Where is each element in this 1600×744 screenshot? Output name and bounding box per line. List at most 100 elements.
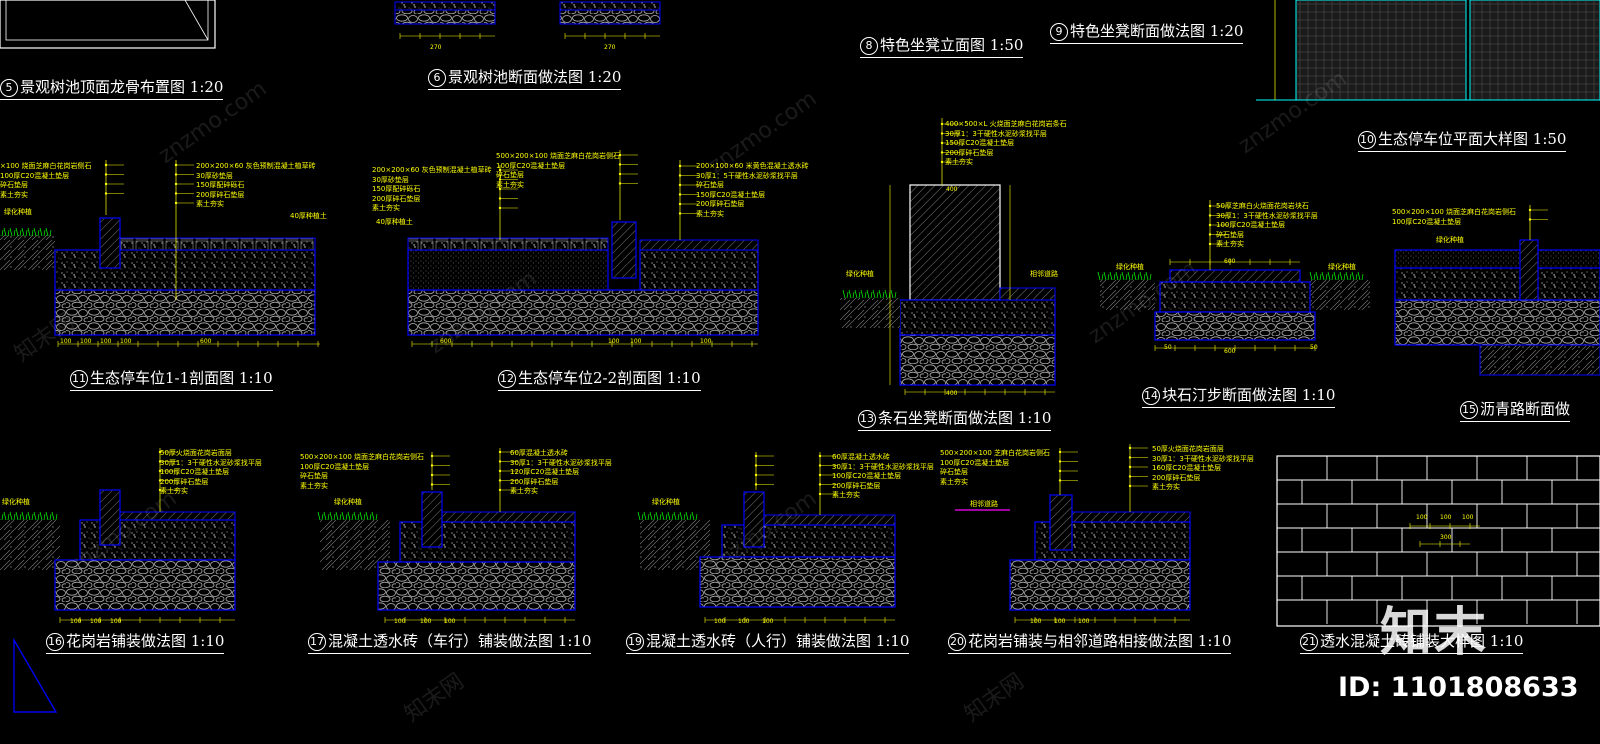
grass-blade	[37, 229, 40, 237]
drawing-title-text: 生态停车位2-2剖面图 1:10	[518, 369, 701, 387]
drawing-number-badge: 20	[948, 633, 966, 651]
grass-blade	[323, 511, 327, 521]
leader-dot	[430, 483, 434, 486]
dim-text: 50	[1310, 344, 1318, 351]
dim-text: 100	[80, 338, 92, 345]
grass-blade	[1139, 271, 1143, 281]
dim-text: 400	[946, 186, 958, 193]
annotation-line: 素土夯实	[1152, 483, 1180, 491]
grass-blade	[27, 511, 31, 521]
label-green-17: 绿化种植	[334, 498, 362, 506]
grass-blade	[1143, 273, 1146, 281]
concrete-layer-12	[639, 249, 759, 291]
leader-dot	[174, 192, 178, 195]
grass-blade	[1, 513, 4, 521]
grass-blade	[317, 511, 321, 521]
grass-blade	[353, 511, 357, 521]
annotation-line: 200厚碎石垫层	[832, 481, 881, 490]
grass-blade	[1351, 271, 1355, 281]
dim-text: 100	[714, 618, 726, 625]
annotation-line: 200厚碎石垫层	[945, 148, 994, 157]
annotation-line: 素土夯实	[300, 481, 328, 490]
drawing-number-badge: 13	[858, 410, 876, 428]
grass-blade	[365, 511, 369, 521]
annotation-line: 500×200×100 烧面芝麻白花岗岩侧石	[1392, 208, 1517, 216]
annotation-line: 60厚混凝土透水砖	[832, 453, 890, 461]
grass-blade	[695, 513, 698, 521]
grass-blade	[43, 513, 46, 521]
label-green-13: 绿化种植	[846, 270, 874, 278]
drawing-number-badge: 8	[860, 37, 878, 55]
annotation-line: 500×200×100 烧面芝麻白花岗岩侧石	[496, 152, 621, 160]
grass-blade	[335, 511, 339, 521]
leader-dot	[174, 163, 178, 167]
annotation-line: 素土夯实	[832, 491, 860, 499]
leader-dot	[498, 206, 502, 210]
leader-dot	[498, 168, 502, 172]
leader-dot	[174, 173, 178, 176]
dim-text: 600	[440, 338, 452, 345]
road-paving-13	[999, 287, 1056, 301]
annotation-line: 150厚C20混凝土垫层	[696, 190, 766, 199]
grass-blade	[878, 289, 882, 299]
leader-dot	[1208, 204, 1212, 208]
parking-plan-left	[1295, 0, 1467, 101]
grass-blade	[19, 513, 22, 521]
annotation-line: 30厚1：3干硬性水泥砂浆找平层	[832, 462, 934, 471]
dim-text: 100	[738, 618, 750, 625]
leader-dot	[940, 132, 944, 135]
leader-dot	[754, 464, 758, 467]
leader-dot	[678, 193, 682, 196]
curb-stone-16	[99, 489, 121, 546]
dim-text: 100	[120, 338, 132, 345]
asphalt-layer-15	[1394, 249, 1600, 269]
grass-blade	[15, 511, 19, 521]
curb-stone-15	[1519, 239, 1539, 301]
drawing-number-badge: 6	[428, 69, 446, 87]
label-road-13: 相邻道路	[1030, 270, 1058, 278]
annotation-line: 100厚C20混凝土垫层	[940, 458, 1010, 467]
dim-text: 100	[100, 338, 112, 345]
leader-dot	[498, 488, 502, 492]
grass-blade	[7, 229, 10, 237]
grass-blade	[852, 291, 855, 299]
label-road-20: 相邻道路	[970, 500, 998, 508]
drawing-title-text: 花岗岩铺装做法图 1:10	[66, 632, 225, 650]
leader-dot	[104, 192, 108, 195]
grass-blade	[884, 289, 888, 299]
grass-blade	[691, 511, 695, 521]
annotation-line: 碎石垫层	[1216, 230, 1244, 239]
grass-blade	[3, 227, 7, 237]
leader-dot	[1128, 484, 1132, 488]
leader-dot	[430, 464, 434, 467]
grass-blade	[345, 513, 348, 521]
soil-14b	[1310, 280, 1370, 310]
tree-pool-frame	[0, 0, 216, 49]
drawing-title-text: 条石坐凳断面做法图 1:10	[878, 409, 1052, 427]
grass-blade	[1361, 273, 1364, 281]
grass-blade	[21, 227, 25, 237]
drawing-number-badge: 11	[70, 370, 88, 388]
grass-blade	[1355, 273, 1358, 281]
grass-blade	[894, 291, 897, 299]
grass-blade	[31, 513, 34, 521]
grass-blade	[1145, 271, 1149, 281]
leader-dot	[1208, 214, 1212, 217]
grass-blade	[848, 289, 852, 299]
leader-dot	[1128, 456, 1132, 459]
curb-stone-19	[743, 491, 765, 548]
annotation-line: 30厚1：3干硬性水泥砂浆找平层	[1216, 211, 1318, 220]
annotation-line: 200厚碎石垫层	[160, 477, 209, 486]
annotation-line: 200×200×60 灰色预制混凝土植草砖	[196, 162, 316, 170]
leader-dot	[818, 492, 822, 496]
gravel-layer-14	[1154, 311, 1316, 341]
grass-blade	[667, 511, 671, 521]
drawing-title-text: 沥青路断面做	[1480, 400, 1571, 418]
